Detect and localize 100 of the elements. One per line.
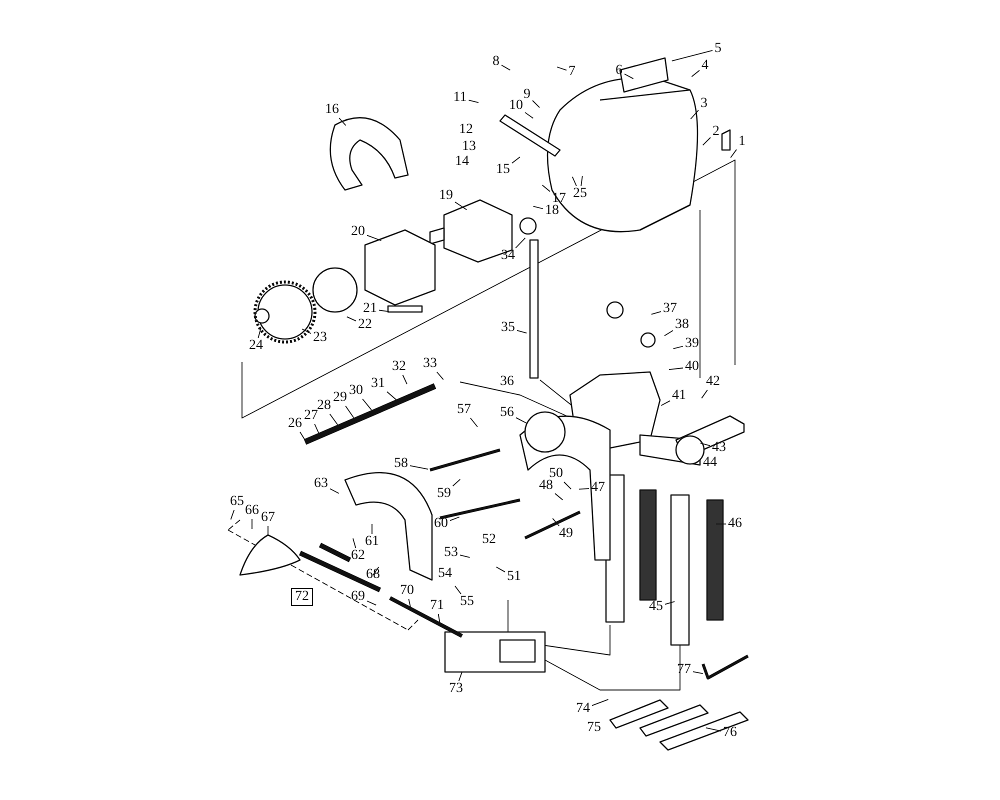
callout-number: 29 [332,391,348,405]
callout-number: 21 [362,302,378,316]
leader-line [592,698,609,706]
leader-line [501,64,511,71]
callout-number: 40 [684,360,700,374]
leader-line [701,390,708,399]
leader-line [452,478,461,486]
leader-line [436,372,444,380]
leader-line [542,184,550,192]
callout-number: 42 [705,375,721,389]
leader-line [378,310,390,312]
callout-number: 50 [548,467,564,481]
callout-number: 35 [500,321,516,335]
callout-number: 18 [544,204,560,218]
callout-number: 53 [443,546,459,560]
callout-number: 2 [712,125,720,139]
callout-number: 65 [229,495,245,509]
boxed-callout-number: 72 [291,588,313,606]
leader-line [338,118,346,126]
leader-line [730,149,737,158]
callout-number: 48 [538,479,554,493]
leader-line [660,400,670,406]
leader-line [664,330,674,336]
leader-line [650,311,662,315]
callout-number: 74 [575,702,591,716]
callout-number: 68 [365,568,381,582]
callout-number: 36 [499,375,515,389]
leader-line [700,442,710,446]
callout-number: 15 [495,163,511,177]
callout-number: 54 [437,567,453,581]
leader-line [516,330,528,334]
callout-number: 7 [568,65,576,79]
callout-number: 13 [461,140,477,154]
callout-number: 45 [648,600,664,614]
leader-line [468,100,479,104]
callout-number: 71 [429,599,445,613]
leader-line [532,206,544,210]
callout-number: 75 [586,721,602,735]
leader-line [302,328,312,334]
callout-number: 1 [738,135,746,149]
leader-line [624,74,634,80]
leader-line [352,538,356,548]
callout-number: 61 [364,535,380,549]
callout-number: 25 [572,187,588,201]
callout-number: 8 [492,55,500,69]
callout-number: 4 [700,59,710,73]
leader-line [258,327,262,338]
leader-line [524,112,534,119]
callout-number: 57 [456,403,472,417]
callout-number: 59 [436,487,452,501]
callout-number: 3 [700,97,708,111]
callout-number: 30 [348,384,364,398]
callout-number: 19 [438,189,454,203]
leader-line [460,554,470,558]
leader-line [314,424,320,434]
callout-number: 12 [458,123,474,137]
leader-line [402,374,408,384]
callout-number: 70 [399,584,415,598]
leader-line [330,488,340,494]
leader-line [454,586,462,594]
callout-number: 55 [459,595,475,609]
leader-line [692,671,704,674]
callout-number: 60 [433,517,449,531]
callout-number: 11 [452,91,468,105]
leader-line [691,70,700,78]
leader-line [668,368,684,370]
callout-number: 34 [500,249,516,263]
callout-number: 20 [350,225,366,239]
leader-line [366,234,382,242]
leader-line [438,614,440,624]
callout-number: 56 [499,406,515,420]
callout-number: 41 [671,389,687,403]
callout-number: 47 [590,481,606,495]
leader-line [552,518,560,526]
callout-number: 37 [662,302,678,316]
leader-line [496,566,506,572]
leader-line [366,600,377,606]
leader-line [458,671,463,682]
leader-line [346,316,356,322]
callout-number: 31 [370,377,386,391]
leader-line [372,566,380,576]
leader-line [329,414,338,426]
callout-number: 39 [684,337,700,351]
leader-line [580,176,583,186]
leader-line [705,727,722,732]
leader-line [345,406,354,418]
callout-number: 28 [316,399,332,413]
leader-line [664,601,676,605]
leader-line [470,418,478,428]
callout-number: 69 [350,590,366,604]
callout-number: 52 [481,533,497,547]
leader-line [702,137,711,146]
leader-line [300,432,306,441]
leader-line [556,66,567,71]
leader-line [690,110,699,120]
leader-line [386,391,398,401]
callout-number: 23 [312,331,328,345]
callout-number: 22 [357,318,373,332]
callout-number: 46 [727,517,743,531]
callout-number: 9 [522,88,532,102]
